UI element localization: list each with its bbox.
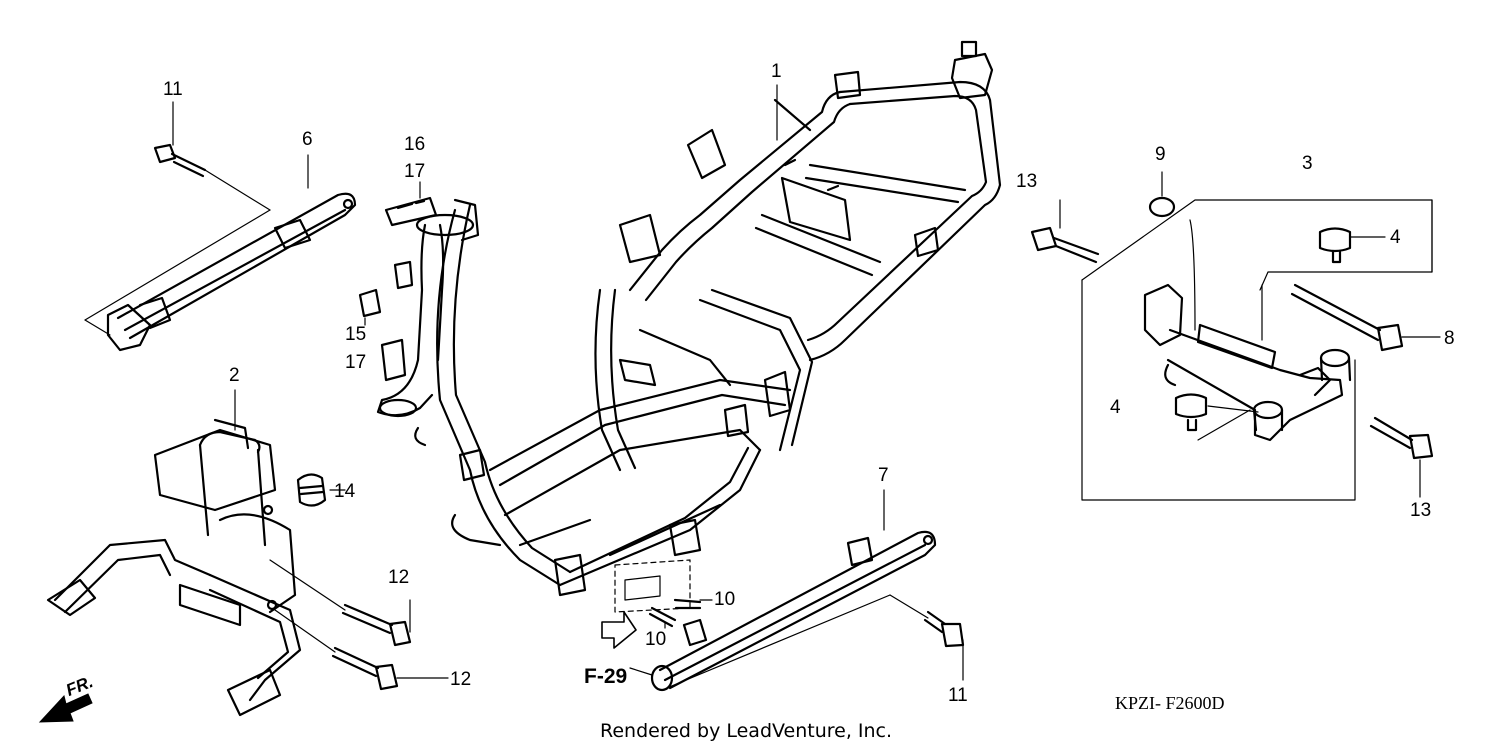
callout-11b: 11	[948, 685, 968, 706]
callout-3: 3	[1302, 153, 1313, 174]
callout-4b: 4	[1110, 397, 1121, 418]
callout-2: 2	[229, 365, 240, 386]
callout-15: 15	[345, 324, 367, 345]
callout-10b: 10	[645, 629, 667, 650]
callout-12a: 12	[388, 567, 410, 588]
callout-10a: 10	[714, 589, 736, 610]
footer-credit: Rendered by LeadVenture, Inc.	[600, 720, 893, 742]
callout-17b: 17	[345, 352, 367, 373]
main-frame	[376, 40, 1002, 597]
callout-11a: 11	[163, 79, 183, 100]
callout-8: 8	[1444, 328, 1455, 349]
diagram-code: KPZI- F2600D	[1115, 693, 1225, 713]
callout-7: 7	[878, 465, 889, 486]
callout-6: 6	[302, 129, 313, 150]
front-direction-arrow-icon	[38, 693, 93, 723]
callout-12b: 12	[450, 669, 472, 690]
callout-9: 9	[1155, 144, 1166, 165]
rear-hanger	[1143, 227, 1352, 442]
upper-stay	[106, 192, 357, 352]
callout-14: 14	[334, 481, 356, 502]
callout-16: 16	[404, 134, 426, 155]
callout-1: 1	[771, 61, 782, 82]
callout-4a: 4	[1390, 227, 1401, 248]
reference-label: F-29	[584, 665, 628, 688]
leader-lines	[84, 84, 1441, 691]
front-bracket	[46, 418, 302, 717]
lower-stay	[650, 530, 937, 692]
callout-13b: 13	[1410, 500, 1432, 521]
fasteners	[153, 143, 1434, 691]
callout-13a: 13	[1016, 171, 1038, 192]
callout-17a: 17	[404, 161, 426, 182]
reference-arrow-icon	[601, 611, 637, 649]
